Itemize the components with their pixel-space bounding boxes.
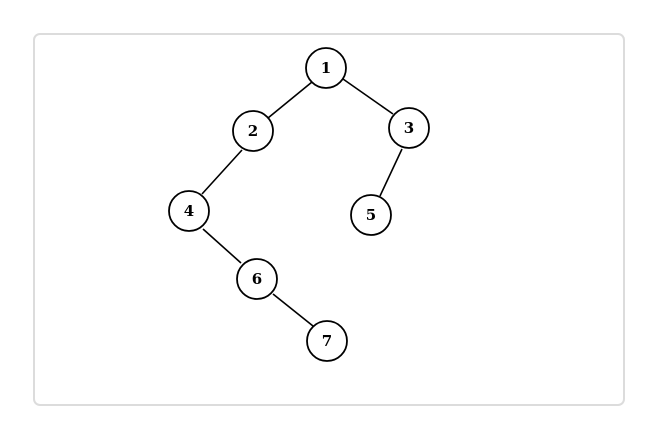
- node-label: 6: [252, 270, 262, 288]
- node-label: 1: [321, 59, 331, 77]
- tree-node: 4: [168, 190, 210, 232]
- tree-node: 7: [306, 320, 348, 362]
- node-label: 4: [184, 202, 194, 220]
- node-label: 3: [404, 119, 414, 137]
- tree-node: 3: [388, 107, 430, 149]
- edge-4-6: [202, 228, 242, 264]
- tree-node: 2: [232, 110, 274, 152]
- tree-node: 6: [236, 258, 278, 300]
- node-label: 5: [366, 206, 376, 224]
- node-label: 7: [322, 332, 332, 350]
- edge-1-2: [267, 81, 313, 119]
- edge-1-3: [342, 78, 394, 115]
- tree-node: 1: [305, 47, 347, 89]
- edge-6-7: [272, 293, 314, 327]
- tree-node: 5: [350, 194, 392, 236]
- edge-3-5: [379, 148, 403, 197]
- node-label: 2: [248, 122, 258, 140]
- edge-2-4: [201, 149, 243, 195]
